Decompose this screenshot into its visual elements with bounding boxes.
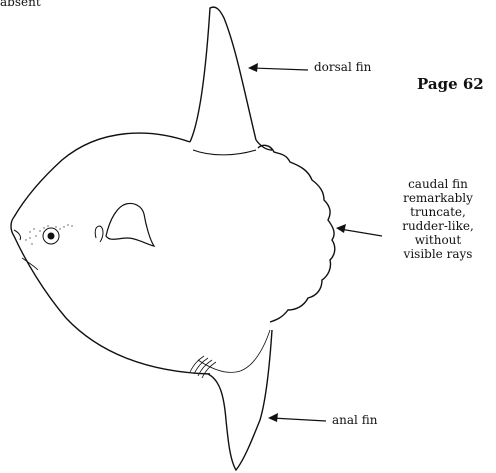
dorsal-fin-base [193,150,256,155]
pectoral-fin [106,203,154,246]
top-caption: absent [0,0,41,9]
anal-fin-base [198,330,270,372]
arrow-dorsal [248,63,308,72]
caudal-fin-label: caudal fin remarkably truncate, rudder-l… [380,177,496,261]
page-label: Page 62 [417,75,484,93]
anal-fin-label: anal fin [332,413,377,427]
caudal-label-line: truncate, [380,205,496,219]
anal-fin-shape [208,330,272,470]
dorsal-fin-shape [190,7,256,142]
caudal-label-line: remarkably [380,191,496,205]
arrow-anal [268,413,326,422]
caudal-label-line: rudder-like, [380,219,496,233]
eye-pupil [48,233,55,240]
caudal-label-line: caudal fin [380,177,496,191]
ventral-marks [190,356,216,378]
caudal-fin-margin [258,145,335,322]
gill-opening [95,226,103,242]
arrow-caudal [336,224,382,236]
dorsal-fin-label: dorsal fin [314,60,371,74]
caudal-label-line: without [380,233,496,247]
caudal-label-line: visible rays [380,247,496,261]
body-outline [11,133,272,374]
